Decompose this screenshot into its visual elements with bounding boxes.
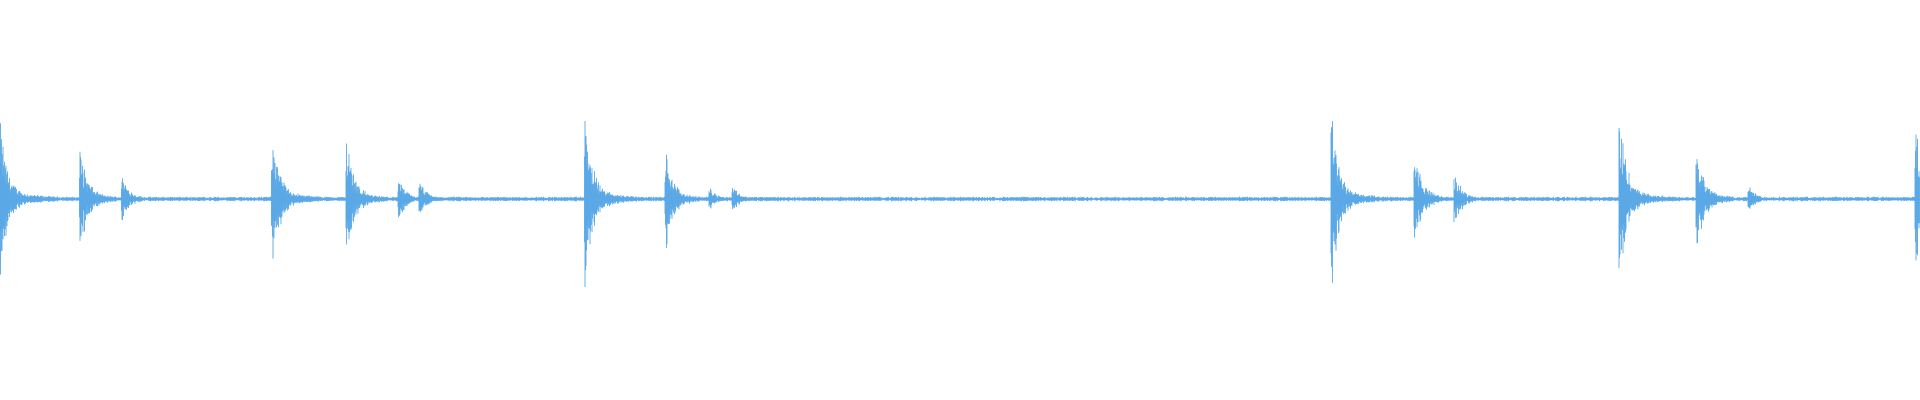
audio-waveform <box>0 121 1920 287</box>
waveform-canvas <box>0 121 1920 287</box>
